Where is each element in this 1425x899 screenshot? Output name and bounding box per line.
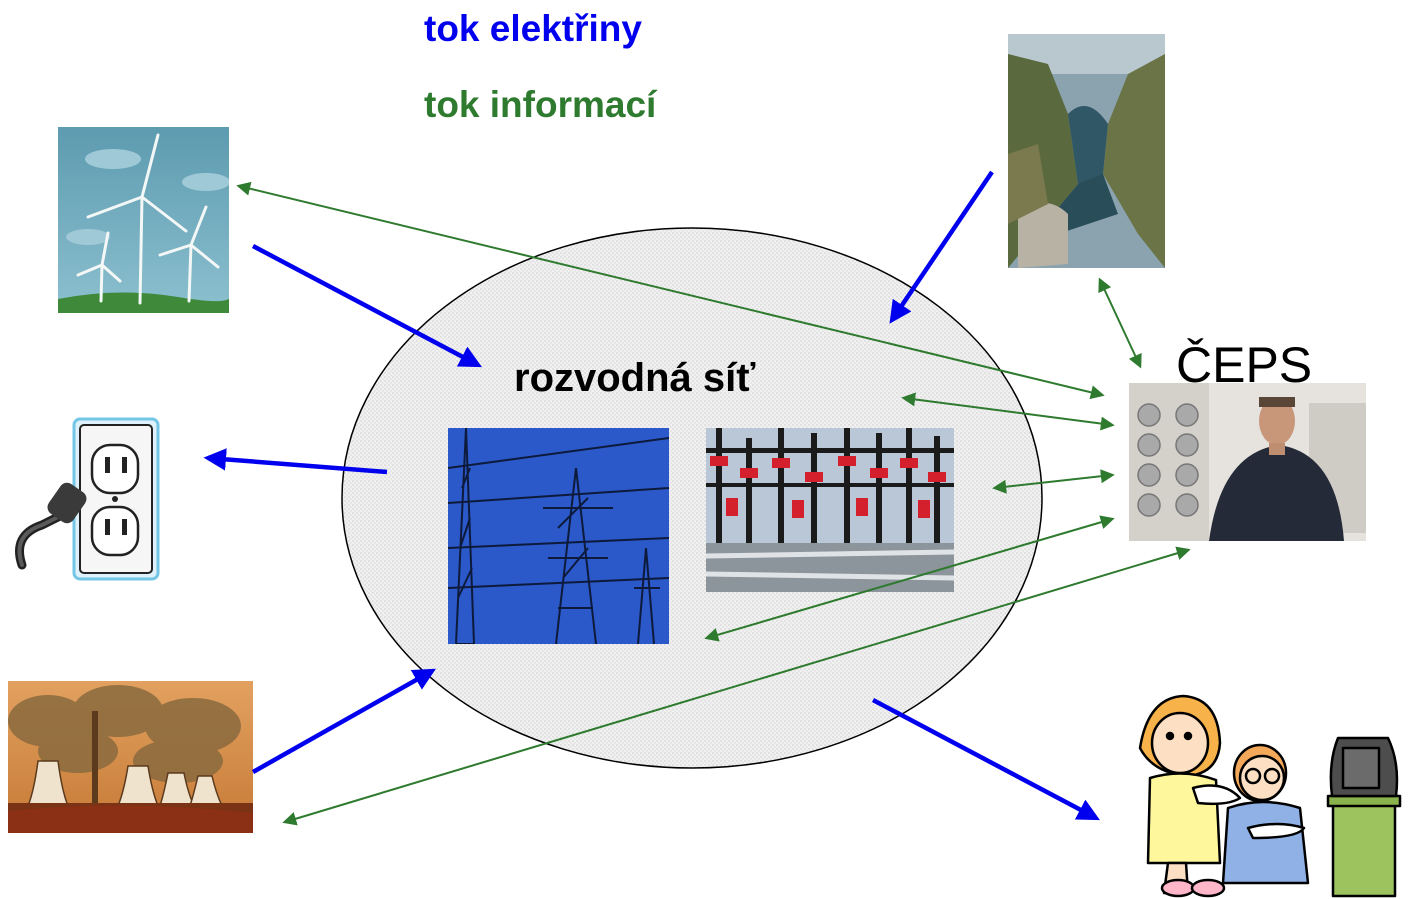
info-arrow-ceps-wind <box>236 181 1105 400</box>
coal-plant-picture <box>8 681 253 833</box>
wind-turbines-icon <box>58 127 229 313</box>
arrow-grid-to-consumers <box>871 698 1100 821</box>
outlet-picture <box>12 415 162 582</box>
arrow-coal-to-grid <box>251 668 436 774</box>
dispatcher-picture <box>1129 383 1366 541</box>
arrow-wind-to-grid <box>251 244 482 368</box>
info-arrow-ceps-grid <box>704 515 1115 642</box>
info-arrow-ceps-pylons <box>901 392 1115 431</box>
coal-plant-icon <box>8 681 253 833</box>
wind-turbines-picture <box>58 127 229 313</box>
legend-electricity-flow: tok elektřiny <box>424 8 642 49</box>
dispatcher-meters-icon <box>1129 383 1366 541</box>
arrow-grid-to-outlet <box>203 448 388 475</box>
arrow-dam-to-grid <box>889 170 994 324</box>
power-outlet-icon <box>15 417 160 581</box>
legend-information-flow: tok informací <box>424 84 657 125</box>
info-arrow-ceps-dam <box>1098 277 1142 369</box>
info-arrow-ceps-substation <box>992 469 1115 494</box>
grid-label: rozvodná síť <box>514 356 756 400</box>
info-arrow-ceps-coal <box>282 546 1191 826</box>
